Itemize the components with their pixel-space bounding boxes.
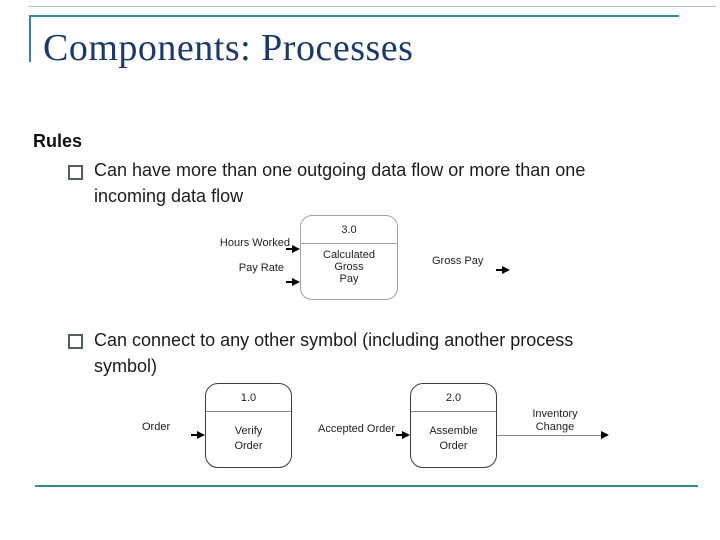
process-box-3: 3.0 Calculated Gross Pay <box>300 215 398 300</box>
title-left-rule <box>29 15 31 62</box>
process-name-line: Assemble <box>429 425 478 437</box>
flow-label-pay-rate: Pay Rate <box>238 262 284 274</box>
arrowhead-icon <box>402 431 410 439</box>
flow-label-line: Inventory <box>532 408 578 420</box>
arrow-tail <box>496 269 502 271</box>
flow-label-line: Change <box>535 421 575 433</box>
flow-label-accepted-order: Accepted Order <box>318 423 396 435</box>
arrowhead-icon <box>502 266 510 274</box>
arrow-tail <box>286 248 292 250</box>
rules-heading: Rules <box>33 131 83 151</box>
process-id: 1.0 <box>206 384 291 412</box>
bullet-square-icon <box>68 165 83 180</box>
arrow-tail <box>286 281 292 283</box>
bottom-rule <box>35 485 698 487</box>
arrow-tail <box>396 434 402 436</box>
flow-label-order: Order <box>142 421 171 433</box>
process-name: Verify Order <box>206 412 291 466</box>
flow-label-gross-pay: Gross Pay <box>432 255 484 267</box>
process-name-line: Verify <box>234 425 263 437</box>
arrowhead-icon <box>292 278 300 286</box>
arrowhead-icon <box>197 431 205 439</box>
process-id: 3.0 <box>301 216 397 244</box>
arrowhead-icon <box>292 245 300 253</box>
process-name: Calculated Gross Pay <box>301 244 397 285</box>
flow-line <box>497 435 601 436</box>
process-box-1: 1.0 Verify Order <box>205 383 292 468</box>
process-box-2: 2.0 Assemble Order <box>410 383 497 468</box>
bullet-item-2: Can connect to any other symbol (includi… <box>94 330 574 376</box>
process-name-line: Pay <box>339 273 359 285</box>
process-name-line: Calculated <box>323 249 375 261</box>
page-title: Components: Processes <box>43 27 414 69</box>
process-name-line: Order <box>234 440 263 452</box>
process-name: Assemble Order <box>411 412 496 466</box>
bullet-square-icon <box>68 334 83 349</box>
arrowhead-icon <box>601 431 609 439</box>
process-name-line: Gross <box>334 261 364 273</box>
process-id: 2.0 <box>411 384 496 412</box>
flow-label-inventory-change: Inventory Change <box>517 408 593 434</box>
bullet-item-1: Can have more than one outgoing data flo… <box>94 160 586 206</box>
process-name-line: Order <box>439 440 468 452</box>
top-faint-rule <box>28 6 716 7</box>
flow-label-hours-worked: Hours Worked <box>219 237 290 249</box>
title-top-rule <box>29 15 679 17</box>
arrow-tail <box>191 434 197 436</box>
